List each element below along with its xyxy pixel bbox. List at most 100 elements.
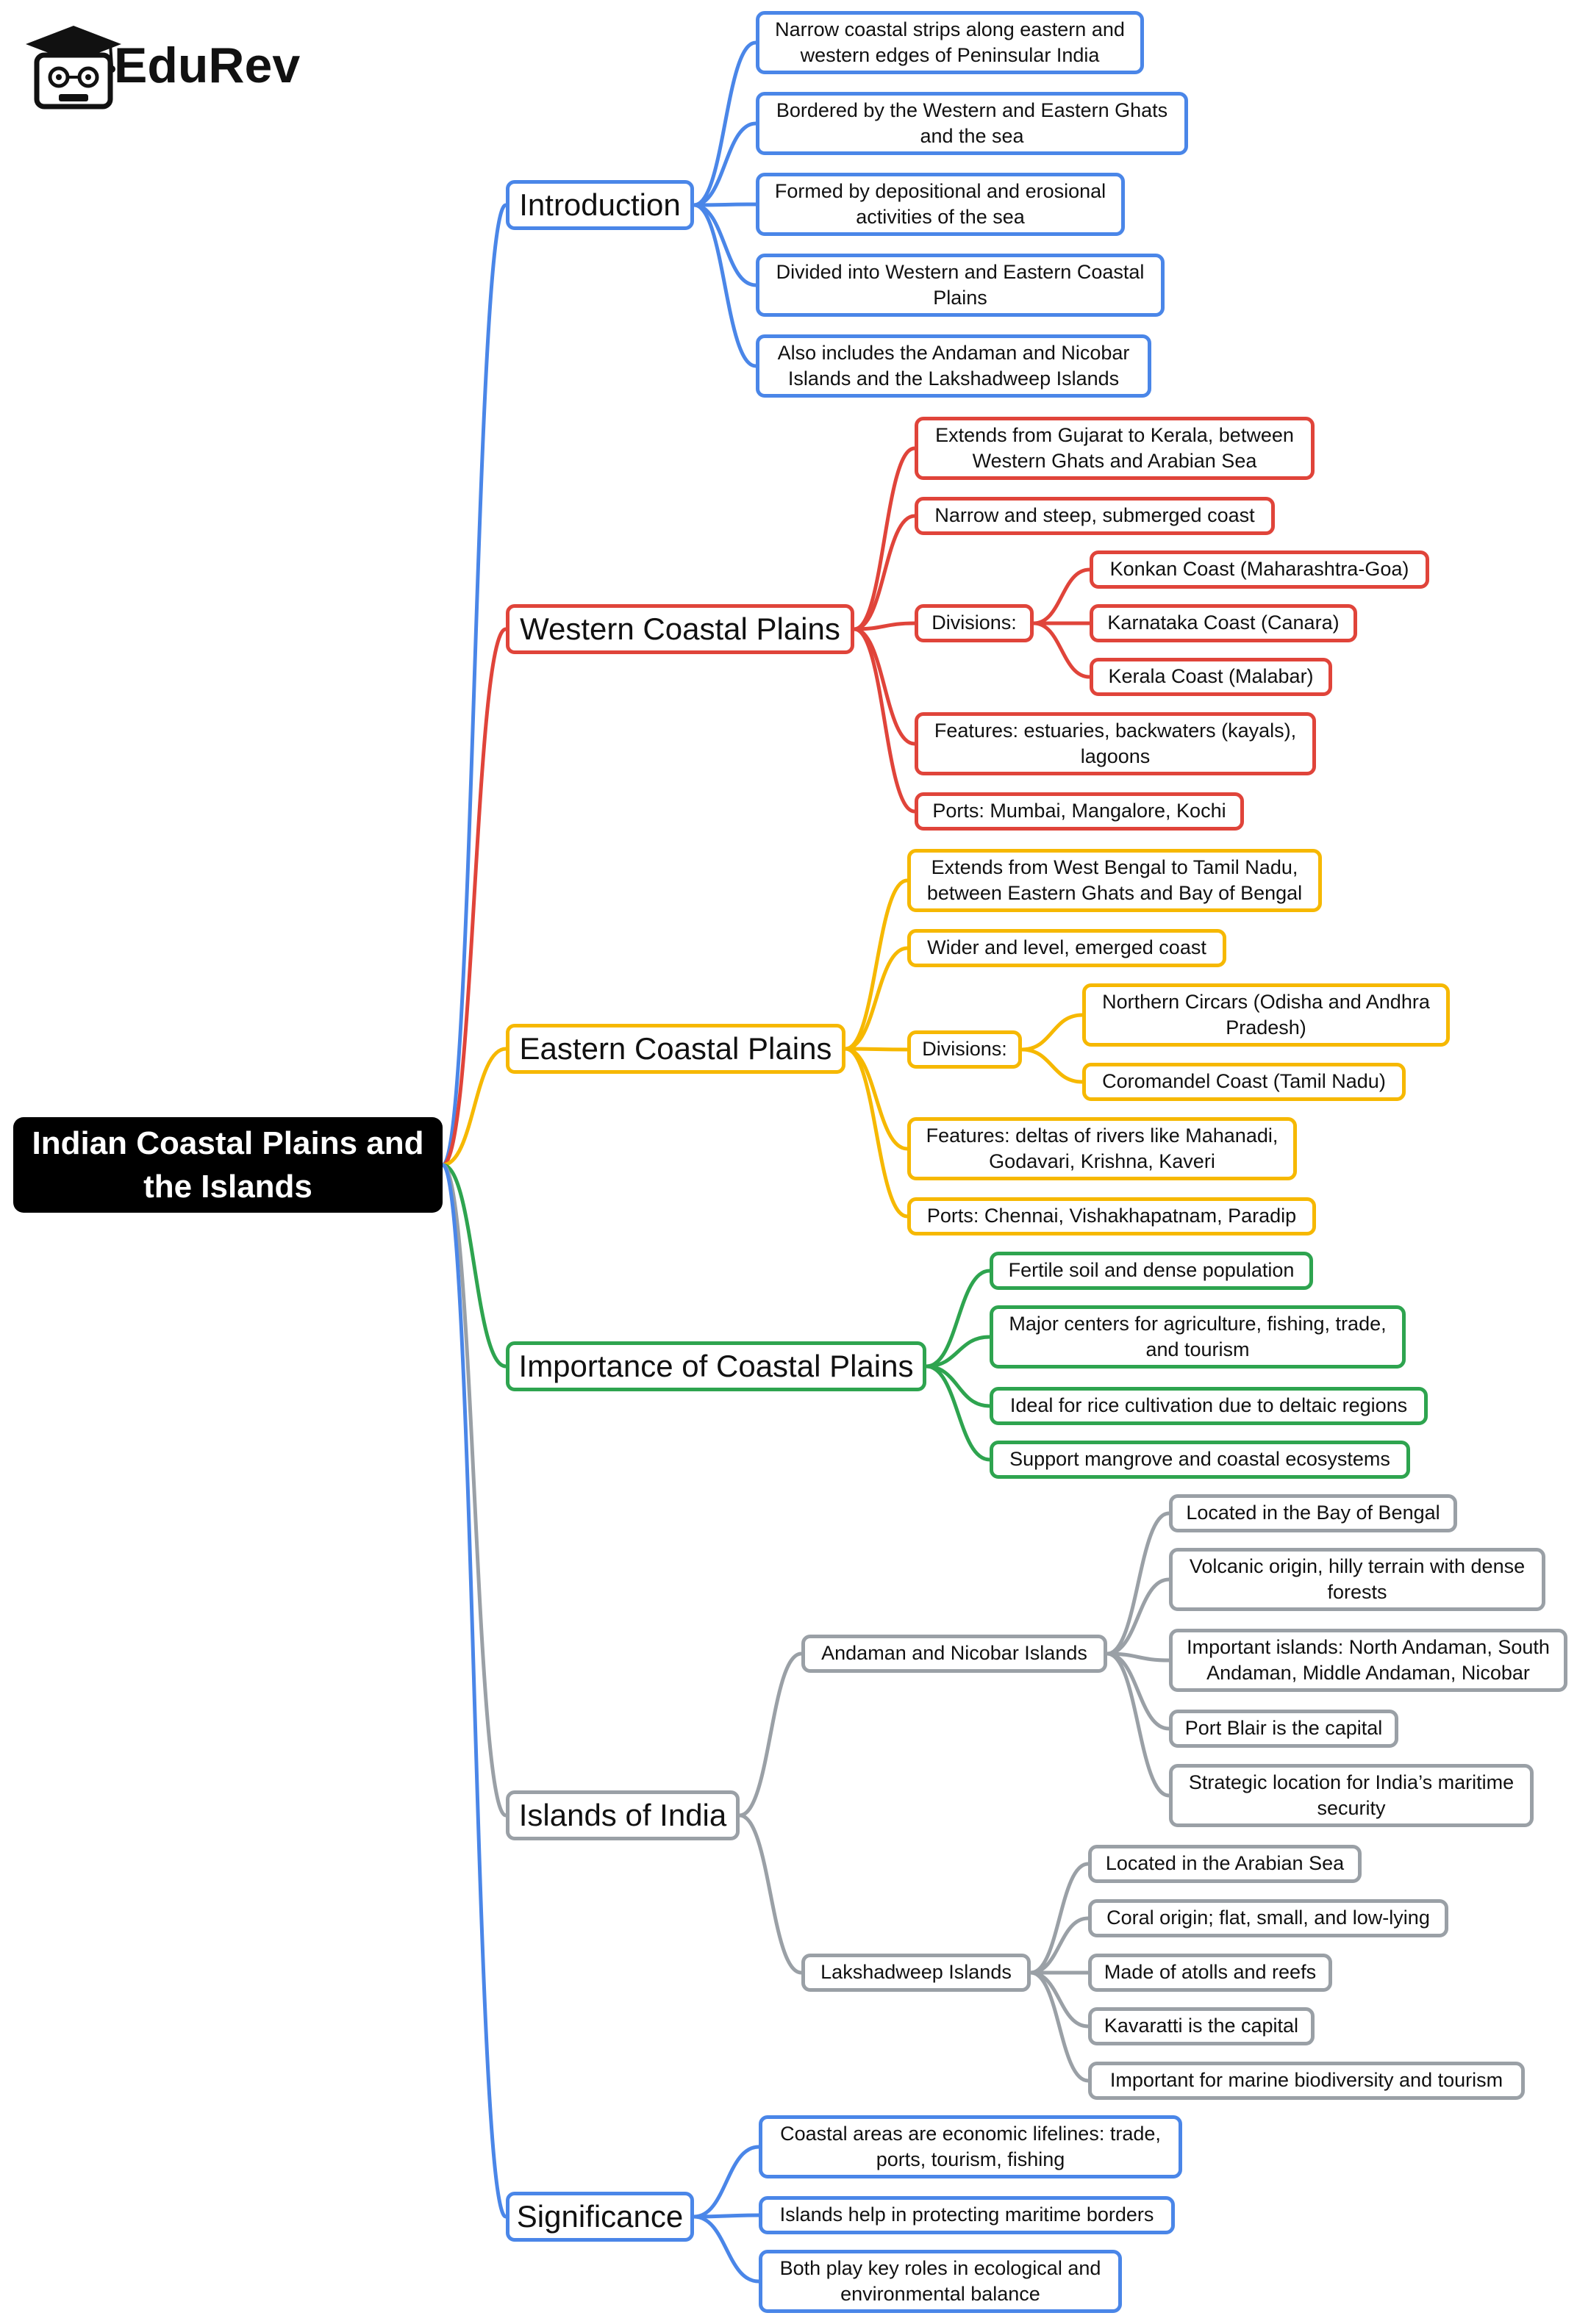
significance-item-2: Islands help in protecting maritime bord… [759,2196,1175,2234]
eastern-item-features-line2: Godavari, Krishna, Kaveri [989,1150,1215,1172]
andaman-item-4: Port Blair is the capital [1169,1710,1398,1748]
connector-lakshadweep-item-4 [1030,1970,1089,2029]
eastern-division-coromandel: Coromandel Coast (Tamil Nadu) [1082,1063,1406,1101]
connector-branch-importance [442,1163,507,1369]
intro-item-3-line1: Formed by depositional and erosional [774,179,1106,202]
significance-item-1-line1: Coastal areas are economic lifelines: tr… [780,2122,1161,2145]
andaman-item-2: Volcanic origin, hilly terrain with dens… [1169,1548,1545,1611]
brand-name: EduRev [114,37,301,93]
connector-branch-islands-of-india [441,1163,507,1818]
andaman-item-2-line2: forests [1327,1581,1387,1603]
importance-item-4-text: Support mangrove and coastal ecosystems [1009,1448,1390,1471]
importance-item-4: Support mangrove and coastal ecosystems [990,1441,1410,1479]
importance-item-2-line1: Major centers for agriculture, fishing, … [1009,1312,1387,1335]
connector-significance-item-1 [693,2145,759,2219]
importance-item-2-line2: and tourism [1145,1338,1250,1360]
connector-branch-introduction [440,203,508,1167]
andaman-nicobar-node: Andaman and Nicobar Islands [801,1635,1107,1673]
connector-eastern-item-extent [845,878,908,1051]
importance-item-1: Fertile soil and dense population [990,1252,1313,1290]
western-division-kerala-text: Kerala Coast (Malabar) [1108,665,1314,688]
eastern-item-extent-line1: Extends from West Bengal to Tamil Nadu, [931,856,1298,878]
andaman-item-1: Located in the Bay of Bengal [1169,1494,1457,1532]
intro-item-5-line1: Also includes the Andaman and Nicobar [777,341,1130,364]
eastern-division-nc-line1: Northern Circars (Odisha and Andhra [1102,990,1430,1013]
eastern-divisions-label: Divisions: [907,1030,1022,1069]
connector-intro-item-3 [693,202,757,207]
western-item-extent-line1: Extends from Gujarat to Kerala, between [935,423,1294,446]
lakshadweep-item-4-text: Kavaratti is the capital [1104,2015,1299,2037]
branch-introduction-label: Introduction [519,187,681,222]
connector-lakshadweep-item-5 [1030,1970,1089,2083]
connector-andaman-item-5 [1106,1651,1170,1798]
branch-significance: Significance [506,2192,694,2242]
eastern-item-nature-text: Wider and level, emerged coast [927,936,1206,959]
connector-lakshadweep-node [739,1813,802,1975]
connector-significance-item-2 [693,2213,759,2219]
lakshadweep-item-1: Located in the Arabian Sea [1088,1845,1362,1883]
connector-significance-item-3 [693,2214,759,2284]
lakshadweep-item-1-text: Located in the Arabian Sea [1105,1852,1345,1875]
western-item-features-line2: lagoons [1080,745,1151,767]
lakshadweep-item-5: Important for marine biodiversity and to… [1088,2062,1525,2100]
intro-item-4-line1: Divided into Western and Eastern Coastal [776,260,1145,283]
connector-eastern-division-coromandel [1021,1047,1083,1084]
connector-western-item-nature [854,514,915,631]
western-item-ports-text: Ports: Mumbai, Mangalore, Kochi [932,800,1226,822]
connector-importance-item-1 [926,1269,990,1369]
andaman-item-2-line1: Volcanic origin, hilly terrain with dens… [1189,1554,1526,1577]
importance-item-2: Major centers for agriculture, fishing, … [990,1305,1406,1369]
lakshadweep-node: Lakshadweep Islands [801,1954,1031,1992]
connector-lakshadweep-item-1 [1030,1862,1089,1975]
intro-item-2-line2: and the sea [920,125,1024,147]
connector-branch-eastern-coastal-plains [442,1047,507,1167]
significance-item-3-line2: environmental balance [840,2283,1040,2305]
eastern-item-extent: Extends from West Bengal to Tamil Nadu,b… [907,849,1322,912]
eastern-division-coromandel-text: Coromandel Coast (Tamil Nadu) [1102,1070,1386,1093]
western-item-features: Features: estuaries, backwaters (kayals)… [915,712,1316,775]
western-division-karnataka: Karnataka Coast (Canara) [1090,604,1357,642]
intro-item-2-line1: Bordered by the Western and Eastern Ghat… [776,98,1168,121]
connector-intro-item-4 [693,203,757,287]
importance-item-3-text: Ideal for rice cultivation due to deltai… [1009,1394,1408,1417]
western-division-karnataka-text: Karnataka Coast (Canara) [1107,612,1340,634]
branch-significance-label: Significance [516,2198,684,2234]
connector-andaman-item-1 [1106,1511,1170,1656]
western-item-nature-text: Narrow and steep, submerged coast [934,504,1255,527]
western-division-konkan: Konkan Coast (Maharashtra-Goa) [1090,550,1429,589]
connector-eastern-division-northern-circars [1021,1013,1083,1052]
western-item-ports: Ports: Mumbai, Mangalore, Kochi [915,792,1244,831]
connector-western-item-extent [854,446,915,631]
eastern-item-features-line1: Features: deltas of rivers like Mahanadi… [926,1124,1279,1147]
branch-importance: Importance of Coastal Plains [506,1341,926,1391]
connector-lakshadweep-item-2 [1030,1916,1089,1975]
intro-item-5-line2: Islands and the Lakshadweep Islands [787,367,1120,390]
eastern-item-nature: Wider and level, emerged coast [907,929,1226,967]
western-item-extent-line2: Western Ghats and Arabian Sea [972,450,1257,472]
intro-item-3-line2: activities of the sea [856,206,1025,228]
connector-intro-item-2 [693,121,757,207]
andaman-item-5-line1: Strategic location for India’s maritime [1188,1771,1515,1793]
western-division-kerala: Kerala Coast (Malabar) [1090,658,1332,696]
importance-item-3: Ideal for rice cultivation due to deltai… [990,1387,1428,1425]
connector-western-item-ports [854,627,915,814]
branch-islands-of-india: Islands of India [506,1790,740,1840]
connector-intro-item-1 [693,40,757,207]
eastern-item-ports-text: Ports: Chennai, Vishakhapatnam, Paradip [926,1205,1297,1227]
connector-importance-item-2 [926,1335,990,1369]
andaman-item-3-line1: Important islands: North Andaman, South [1187,1635,1550,1658]
intro-item-1-line1: Narrow coastal strips along eastern and [775,18,1125,40]
western-divisions-text: Divisions: [931,612,1017,634]
graduate-mascot-icon [26,26,121,110]
root-title-line1: Indian Coastal Plains and [32,1125,424,1161]
lakshadweep-item-3: Made of atolls and reefs [1088,1954,1332,1992]
andaman-item-3-line2: Andaman, Middle Andaman, Nicobar [1206,1662,1530,1684]
root-title-line2: the Islands [143,1169,312,1205]
connector-eastern-item-ports [845,1047,908,1219]
connector-importance-item-4 [926,1364,990,1462]
western-item-nature: Narrow and steep, submerged coast [915,497,1275,535]
